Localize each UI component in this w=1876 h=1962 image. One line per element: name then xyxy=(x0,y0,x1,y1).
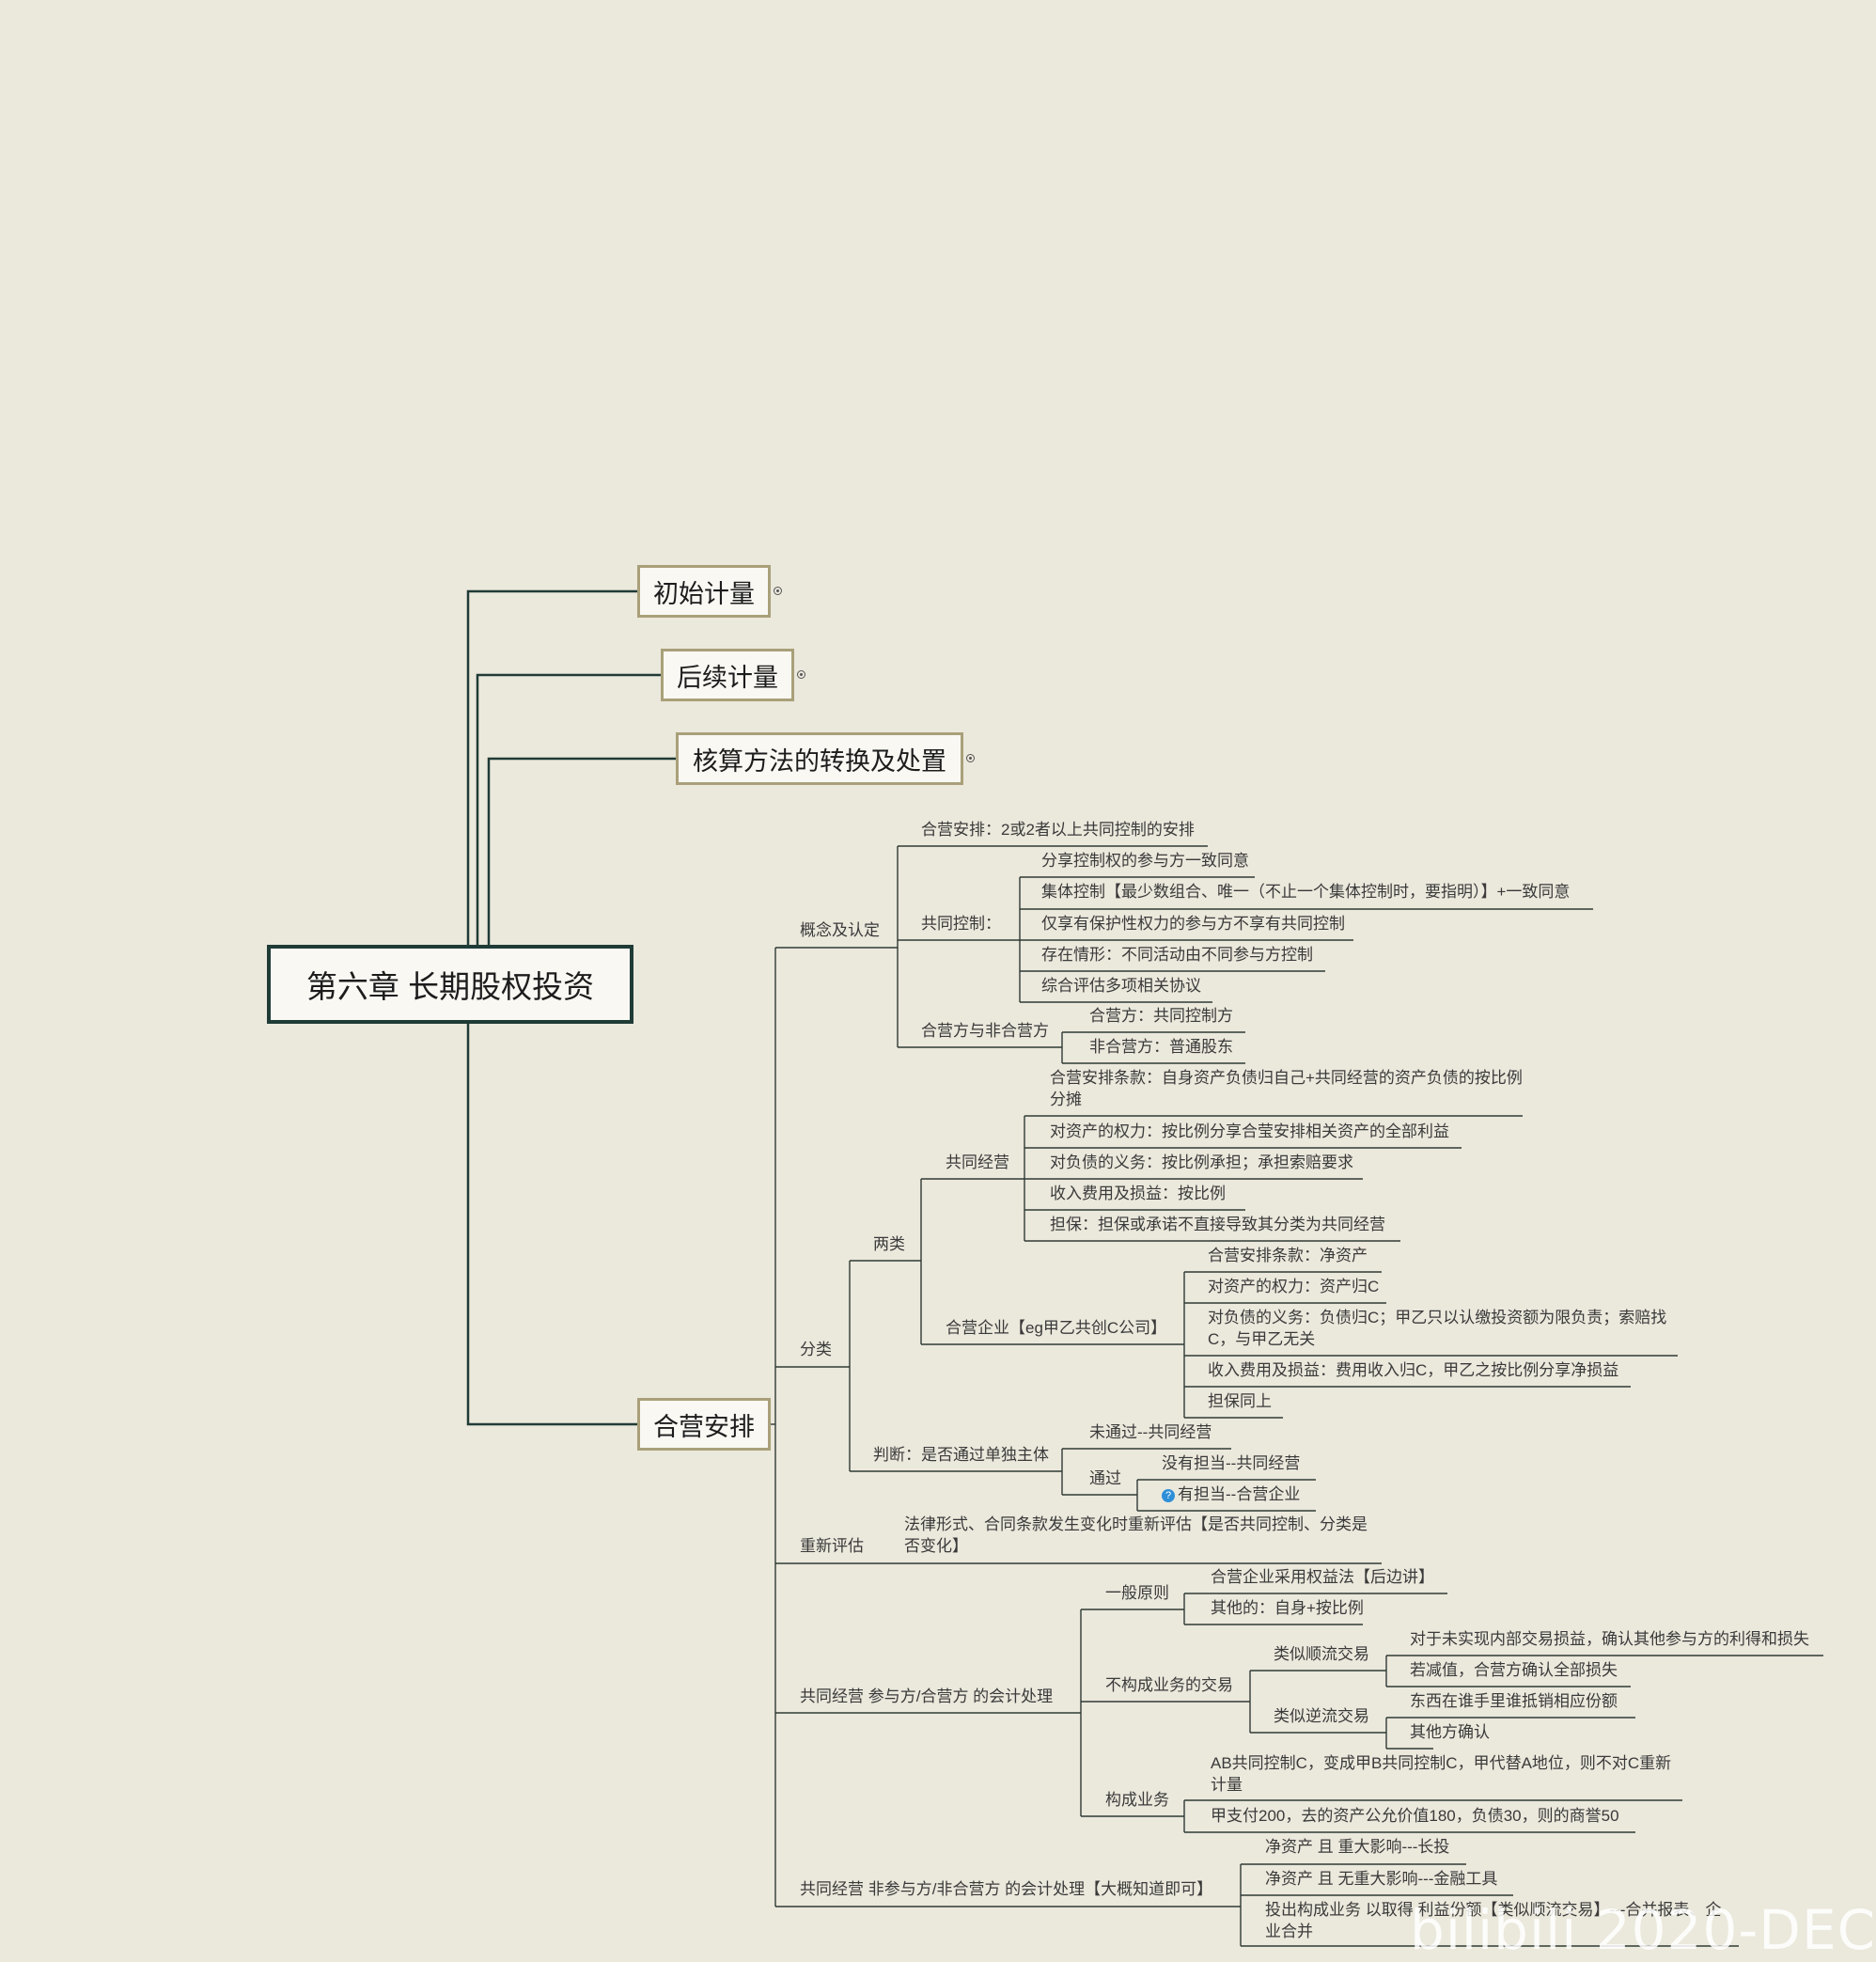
branch-line xyxy=(466,589,637,945)
node-operation-item[interactable]: 对负债的义务：按比例承担；承担索赔要求 xyxy=(1050,1154,1353,1171)
question-icon[interactable]: ? xyxy=(1162,1489,1175,1502)
node-venture-item[interactable]: 对资产的权力：资产归C xyxy=(1208,1278,1380,1295)
node-reassess[interactable]: 重新评估 xyxy=(800,1537,864,1555)
node-venture-item[interactable]: 担保同上 xyxy=(1208,1392,1272,1410)
node-venture-item[interactable]: 合营安排条款：净资产 xyxy=(1208,1247,1368,1264)
node-accounting-parties[interactable]: 共同经营 参与方/合营方 的会计处理 xyxy=(800,1687,1054,1705)
node-operation-item[interactable]: 担保：担保或承诺不直接导致其分类为共同经营 xyxy=(1050,1216,1385,1233)
topic-subsequent-measurement[interactable]: 后续计量 xyxy=(661,649,794,701)
node-pass[interactable]: 通过 xyxy=(1089,1469,1121,1487)
collapse-toggle-icon[interactable] xyxy=(966,754,975,762)
collapse-toggle-icon[interactable] xyxy=(797,670,805,679)
node-pass-item-text: 有担当--合营企业 xyxy=(1178,1485,1301,1503)
node-control-item[interactable]: 存在情形：不同活动由不同参与方控制 xyxy=(1041,946,1313,964)
node-business-item[interactable]: 甲支付200，去的资产公允价值180，负债30，则的商誉50 xyxy=(1211,1807,1619,1825)
branch-line xyxy=(476,673,661,945)
node-not-pass[interactable]: 未通过--共同经营 xyxy=(1089,1423,1212,1441)
node-upstream-item[interactable]: 其他方确认 xyxy=(1410,1723,1490,1741)
node-control-item[interactable]: 集体控制【最少数组合、唯一（不止一个集体控制时，要指明）】+一致同意 xyxy=(1041,883,1571,901)
node-general-principle[interactable]: 一般原则 xyxy=(1105,1584,1169,1602)
topic-initial-measurement[interactable]: 初始计量 xyxy=(637,565,771,618)
node-reassess-text[interactable]: 法律形式、合同条款发生变化时重新评估【是否共同控制、分类是否变化】 xyxy=(904,1515,1368,1555)
node-nonparty-item[interactable]: 投出构成业务 以取得 利益份额【类似顺流交易】---合并报表、企业合并 xyxy=(1265,1901,1722,1940)
node-party-item[interactable]: 合营方：共同控制方 xyxy=(1089,1007,1233,1025)
node-downstream-item[interactable]: 对于未实现内部交易损益，确认其他参与方的利得和损失 xyxy=(1410,1630,1809,1648)
node-joint-venture[interactable]: 合营企业【eg甲乙共创C公司】 xyxy=(946,1319,1167,1337)
node-operation-item[interactable]: 收入费用及损益：按比例 xyxy=(1050,1185,1226,1202)
node-venture-item[interactable]: 对负债的义务：负债归C；甲乙只以认缴投资额为限负责；索赔找C，与甲乙无关 xyxy=(1208,1309,1667,1348)
node-judge[interactable]: 判断：是否通过单独主体 xyxy=(873,1446,1049,1464)
node-general-item[interactable]: 合营企业采用权益法【后边讲】 xyxy=(1211,1568,1434,1586)
node-accounting-nonparties[interactable]: 共同经营 非参与方/非合营方 的会计处理【大概知道即可】 xyxy=(800,1880,1213,1898)
node-control-item[interactable]: 分享控制权的参与方一致同意 xyxy=(1041,852,1249,870)
node-joint-operation[interactable]: 共同经营 xyxy=(946,1154,1009,1171)
node-joint-control[interactable]: 共同控制： xyxy=(921,915,1001,933)
node-pass-item[interactable]: 没有担当--共同经营 xyxy=(1162,1454,1301,1472)
node-nonparty-item[interactable]: 净资产 且 重大影响---长投 xyxy=(1265,1838,1450,1856)
root-topic[interactable]: 第六章 长期股权投资 xyxy=(267,945,633,1024)
node-upstream[interactable]: 类似逆流交易 xyxy=(1274,1707,1369,1725)
topic-conversion-disposal[interactable]: 核算方法的转换及处置 xyxy=(676,732,963,785)
node-nonparty-item[interactable]: 净资产 且 无重大影响---金融工具 xyxy=(1265,1870,1498,1888)
node-control-item[interactable]: 综合评估多项相关协议 xyxy=(1041,977,1201,995)
node-downstream[interactable]: 类似顺流交易 xyxy=(1274,1645,1369,1663)
topic-joint-arrangement[interactable]: 合营安排 xyxy=(637,1398,771,1451)
node-two-types[interactable]: 两类 xyxy=(873,1235,905,1253)
node-pass-item-with-icon[interactable]: ?有担当--合营企业 xyxy=(1162,1483,1300,1505)
node-downstream-item[interactable]: 若减值，合营方确认全部损失 xyxy=(1410,1661,1618,1679)
node-general-item[interactable]: 其他的：自身+按比例 xyxy=(1211,1599,1364,1617)
node-classification[interactable]: 分类 xyxy=(800,1341,832,1358)
node-party-item[interactable]: 非合营方：普通股东 xyxy=(1089,1038,1233,1056)
node-concept-arrangement[interactable]: 合营安排：2或2者以上共同控制的安排 xyxy=(921,821,1195,839)
collapse-toggle-icon[interactable] xyxy=(774,587,782,595)
node-business-item[interactable]: AB共同控制C，变成甲B共同控制C，甲代替A地位，则不对C重新计量 xyxy=(1211,1754,1672,1794)
branch-line xyxy=(487,757,676,945)
bilibili-watermark: bilibili 2020-DEC xyxy=(1410,1898,1876,1962)
node-operation-item[interactable]: 对资产的权力：按比例分享合莹安排相关资产的全部利益 xyxy=(1050,1122,1449,1140)
node-upstream-item[interactable]: 东西在谁手里谁抵销相应份额 xyxy=(1410,1692,1618,1710)
node-operation-item[interactable]: 合营安排条款：自身资产负债归自己+共同经营的资产负债的按比例分摊 xyxy=(1050,1069,1523,1108)
node-concept[interactable]: 概念及认定 xyxy=(800,921,880,939)
node-parties[interactable]: 合营方与非合营方 xyxy=(921,1022,1049,1040)
node-non-business[interactable]: 不构成业务的交易 xyxy=(1105,1676,1233,1694)
node-venture-item[interactable]: 收入费用及损益：费用收入归C，甲乙之按比例分享净损益 xyxy=(1208,1361,1619,1379)
branch-line xyxy=(466,1024,637,1426)
node-business[interactable]: 构成业务 xyxy=(1105,1791,1169,1809)
node-control-item[interactable]: 仅享有保护性权力的参与方不享有共同控制 xyxy=(1041,915,1345,933)
